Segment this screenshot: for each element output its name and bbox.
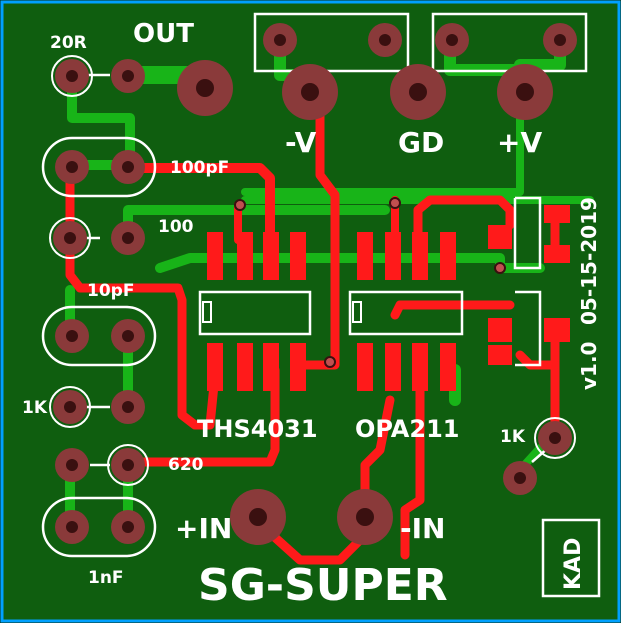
chip-2-pads: [357, 232, 456, 391]
label-out: OUT: [133, 19, 194, 49]
board-date: 05-15-2019: [577, 197, 601, 325]
cap-1nf-outline: [41, 496, 157, 558]
board-title: SG-SUPER: [198, 560, 448, 611]
label-10pf: 10pF: [87, 281, 134, 301]
label-1nf: 1nF: [88, 568, 124, 588]
through-hole-pads: [49, 23, 577, 545]
chip-1-outline: [198, 290, 312, 336]
label-chip-1: THS4031: [197, 415, 318, 443]
label-100: 100: [158, 217, 194, 237]
initials-box: [541, 518, 601, 598]
cap-10pf-outline: [41, 305, 157, 367]
board-version: v1.0: [577, 342, 601, 390]
right-smd-pads: [488, 205, 570, 365]
cap-100pf-outline: [41, 136, 157, 198]
label-1k-right: 1K: [500, 427, 526, 447]
label-100pf: 100pF: [170, 158, 229, 178]
label-620: 620: [168, 455, 204, 475]
label-neg-in: -IN: [400, 512, 445, 545]
top-copper-traces: [65, 90, 560, 565]
label-chip-2: OPA211: [355, 415, 459, 443]
header-left-outline: [253, 12, 410, 73]
chip-1-pads: [207, 232, 306, 391]
label-pos-in: +IN: [175, 512, 232, 545]
board-initials: KAD: [561, 538, 586, 590]
label-20r: 20R: [50, 33, 87, 53]
label-neg-v: -V: [285, 126, 317, 159]
label-pos-v: +V: [497, 126, 542, 159]
vias: [234, 197, 506, 368]
label-1k-left: 1K: [22, 398, 48, 418]
chip-2-outline: [348, 290, 464, 336]
label-gnd: GD: [398, 126, 444, 159]
